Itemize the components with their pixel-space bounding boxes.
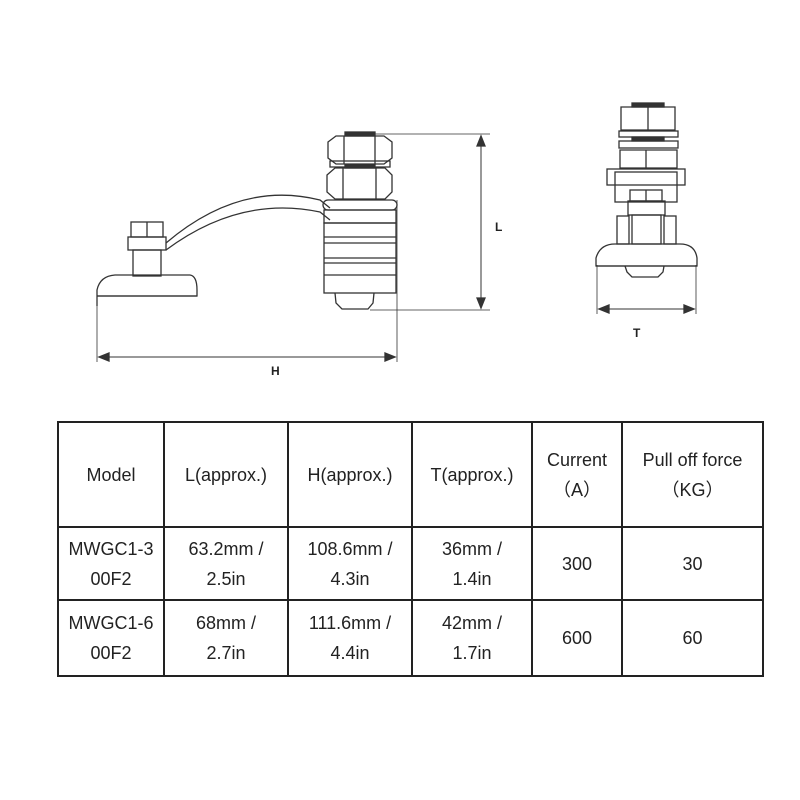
dimension-label-l: L bbox=[495, 220, 503, 234]
cell-force: 60 bbox=[621, 599, 764, 677]
dimension-label-t: T bbox=[633, 326, 641, 340]
table-row: MWGC1-600F2 68mm / 2.7in 111.6mm / 4.4in… bbox=[57, 599, 764, 677]
header-t: T(approx.) bbox=[411, 421, 533, 528]
product-drawing bbox=[96, 102, 698, 362]
cell-current: 600 bbox=[531, 599, 623, 677]
cell-t: 36mm / 1.4in bbox=[411, 526, 533, 601]
header-model: Model bbox=[57, 421, 165, 528]
cell-h: 108.6mm / 4.3in bbox=[287, 526, 413, 601]
header-current: Current（A） bbox=[531, 421, 623, 528]
cell-h: 111.6mm / 4.4in bbox=[287, 599, 413, 677]
header-l: L(approx.) bbox=[163, 421, 289, 528]
cell-current: 300 bbox=[531, 526, 623, 601]
table-header-row: Model L(approx.) H(approx.) T(approx.) C… bbox=[57, 421, 764, 528]
front-view bbox=[595, 102, 698, 278]
table-row: MWGC1-300F2 63.2mm / 2.5in 108.6mm / 4.3… bbox=[57, 526, 764, 601]
cell-model: MWGC1-600F2 bbox=[57, 599, 165, 677]
side-view bbox=[96, 131, 398, 310]
dimension-label-h: H bbox=[271, 364, 280, 378]
spec-table: Model L(approx.) H(approx.) T(approx.) C… bbox=[57, 421, 764, 677]
cell-force: 30 bbox=[621, 526, 764, 601]
header-pull-off-force: Pull off force（KG） bbox=[621, 421, 764, 528]
cell-t: 42mm / 1.7in bbox=[411, 599, 533, 677]
cell-model: MWGC1-300F2 bbox=[57, 526, 165, 601]
cell-l: 63.2mm / 2.5in bbox=[163, 526, 289, 601]
header-h: H(approx.) bbox=[287, 421, 413, 528]
dimension-lines bbox=[96, 133, 697, 362]
cell-l: 68mm / 2.7in bbox=[163, 599, 289, 677]
